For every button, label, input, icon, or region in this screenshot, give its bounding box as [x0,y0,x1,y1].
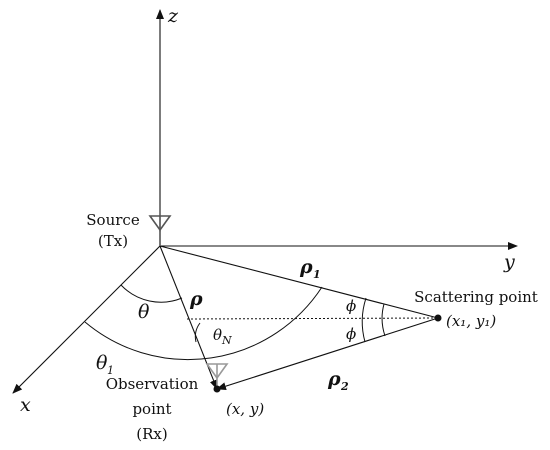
phi-label-top: ϕ [346,297,356,315]
thetaN-label: θ [213,326,222,344]
rho1-line [159,245,439,319]
z-axis-label: z [167,5,179,27]
source-tx-label: (Tx) [98,232,128,250]
observation-point-coord: (x, y) [226,400,264,418]
phi-label-bottom: ϕ [346,325,356,343]
scattering-point-dot [434,314,442,322]
normal-dashed-line [186,317,439,320]
x-axis-label: x [20,394,31,416]
observation-point-label: Observation [106,375,199,393]
rx-antenna-icon [205,363,229,389]
rho2-label: ρ [327,368,341,390]
rho-line [159,245,218,390]
rho2-line [216,317,439,391]
source-label: Source [86,211,140,229]
theta1-arc [84,286,323,361]
rho1-label: ρ [299,256,313,278]
phi-arc-inner [381,303,386,337]
scattering-point-coord: (x₁, y₁) [446,312,496,330]
theta1-subscript: 1 [107,364,114,377]
scattering-point-label: Scattering point [414,288,538,306]
tx-antenna-icon [148,215,172,246]
observation-rx-label: (Rx) [136,425,167,443]
theta-label: θ [138,301,150,323]
theta-arc [120,284,183,303]
observation-point-dot [213,385,221,393]
rho-label: ρ [189,288,203,310]
y-axis-label: y [503,251,515,273]
thetaN-subscript: N [221,334,232,347]
observation-point-label-2: point [132,400,171,418]
rho2-subscript: 2 [340,380,349,393]
thetaN-arc [194,322,201,343]
theta1-label: θ [96,352,108,374]
x-axis [12,245,161,394]
rho1-subscript: 1 [313,268,321,281]
phi-arc-outer [361,297,367,343]
